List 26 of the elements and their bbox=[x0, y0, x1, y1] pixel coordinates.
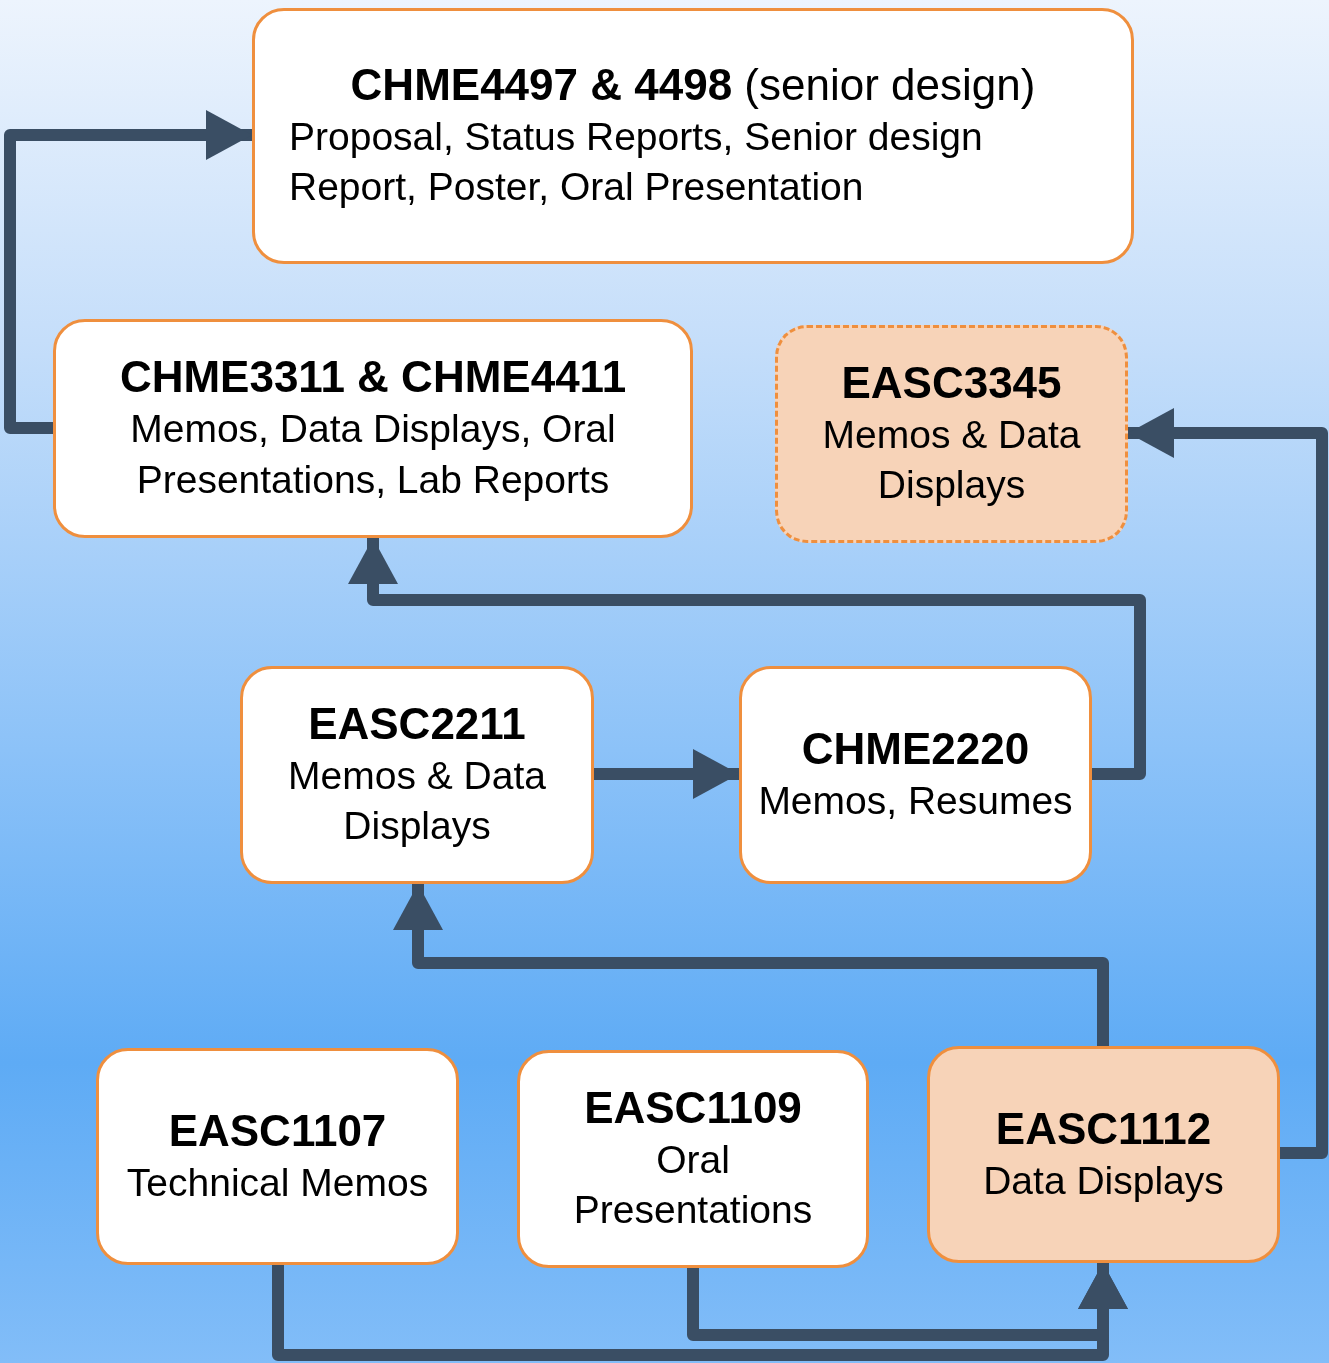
assignment-list: Memos, Resumes bbox=[758, 776, 1073, 827]
course-title: CHME4497 & 4498 (senior design) bbox=[350, 58, 1036, 111]
course-box bbox=[775, 325, 1128, 543]
assignment-list: Technical Memos bbox=[126, 1157, 429, 1209]
course-box bbox=[96, 1048, 459, 1265]
assignment-list: Oral Presentations bbox=[534, 1134, 852, 1237]
course-title: CHME3311 & CHME4411 bbox=[119, 351, 627, 404]
course-title: CHME2220 bbox=[801, 723, 1030, 776]
course-title: EASC1107 bbox=[168, 1104, 387, 1157]
arrow bbox=[393, 884, 1109, 1046]
assignment-list: Memos & Data Displays bbox=[257, 750, 577, 853]
arrow bbox=[594, 749, 739, 799]
course-box bbox=[240, 666, 594, 884]
assignment-list: Memos, Data Displays, Oral Presentations, Lab Reports bbox=[70, 404, 676, 506]
course-title: EASC2211 bbox=[308, 697, 526, 750]
course-box bbox=[927, 1046, 1280, 1263]
course-title: EASC1112 bbox=[995, 1102, 1212, 1155]
course-title: EASC3345 bbox=[841, 356, 1062, 409]
course-box bbox=[739, 666, 1092, 884]
course-box bbox=[517, 1050, 869, 1268]
course-box bbox=[53, 319, 693, 538]
course-title: EASC1109 bbox=[584, 1081, 802, 1134]
assignment-list: Memos & Data Displays bbox=[792, 409, 1111, 512]
assignment-list: Data Displays bbox=[983, 1155, 1224, 1207]
course-box bbox=[252, 8, 1134, 264]
assignment-list: Proposal, Status Reports, Senior design Report, Poster, Oral Presentation bbox=[269, 111, 1117, 214]
